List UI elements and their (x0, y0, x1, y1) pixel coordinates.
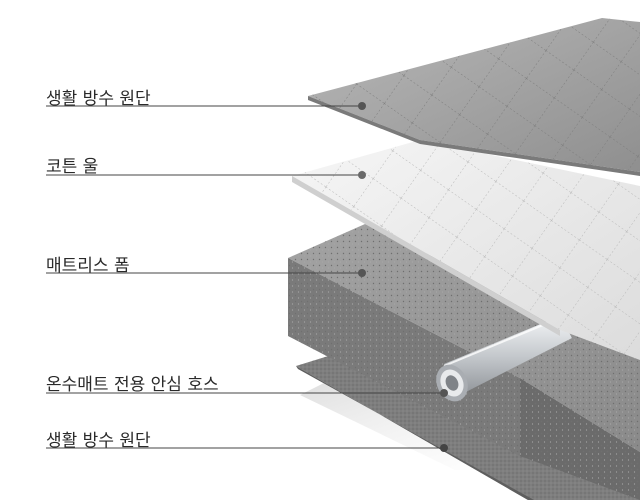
marker-dot (358, 269, 366, 277)
label-bottom-waterproof-fabric: 생활 방수 원단 (46, 431, 151, 451)
label-mattress-foam: 매트리스 폼 (46, 256, 130, 276)
marker-dot (440, 444, 448, 452)
marker-dot (358, 171, 366, 179)
leader-lines (46, 102, 448, 452)
cotton-layer (292, 140, 640, 360)
marker-dot (440, 389, 448, 397)
label-safety-hose: 온수매트 전용 안심 호스 (46, 375, 219, 395)
top-fabric-layer (308, 18, 640, 176)
marker-dot (358, 102, 366, 110)
label-cotton-wool: 코튼 울 (46, 157, 99, 177)
label-top-waterproof-fabric: 생활 방수 원단 (46, 89, 151, 109)
foam-layer (288, 224, 640, 500)
